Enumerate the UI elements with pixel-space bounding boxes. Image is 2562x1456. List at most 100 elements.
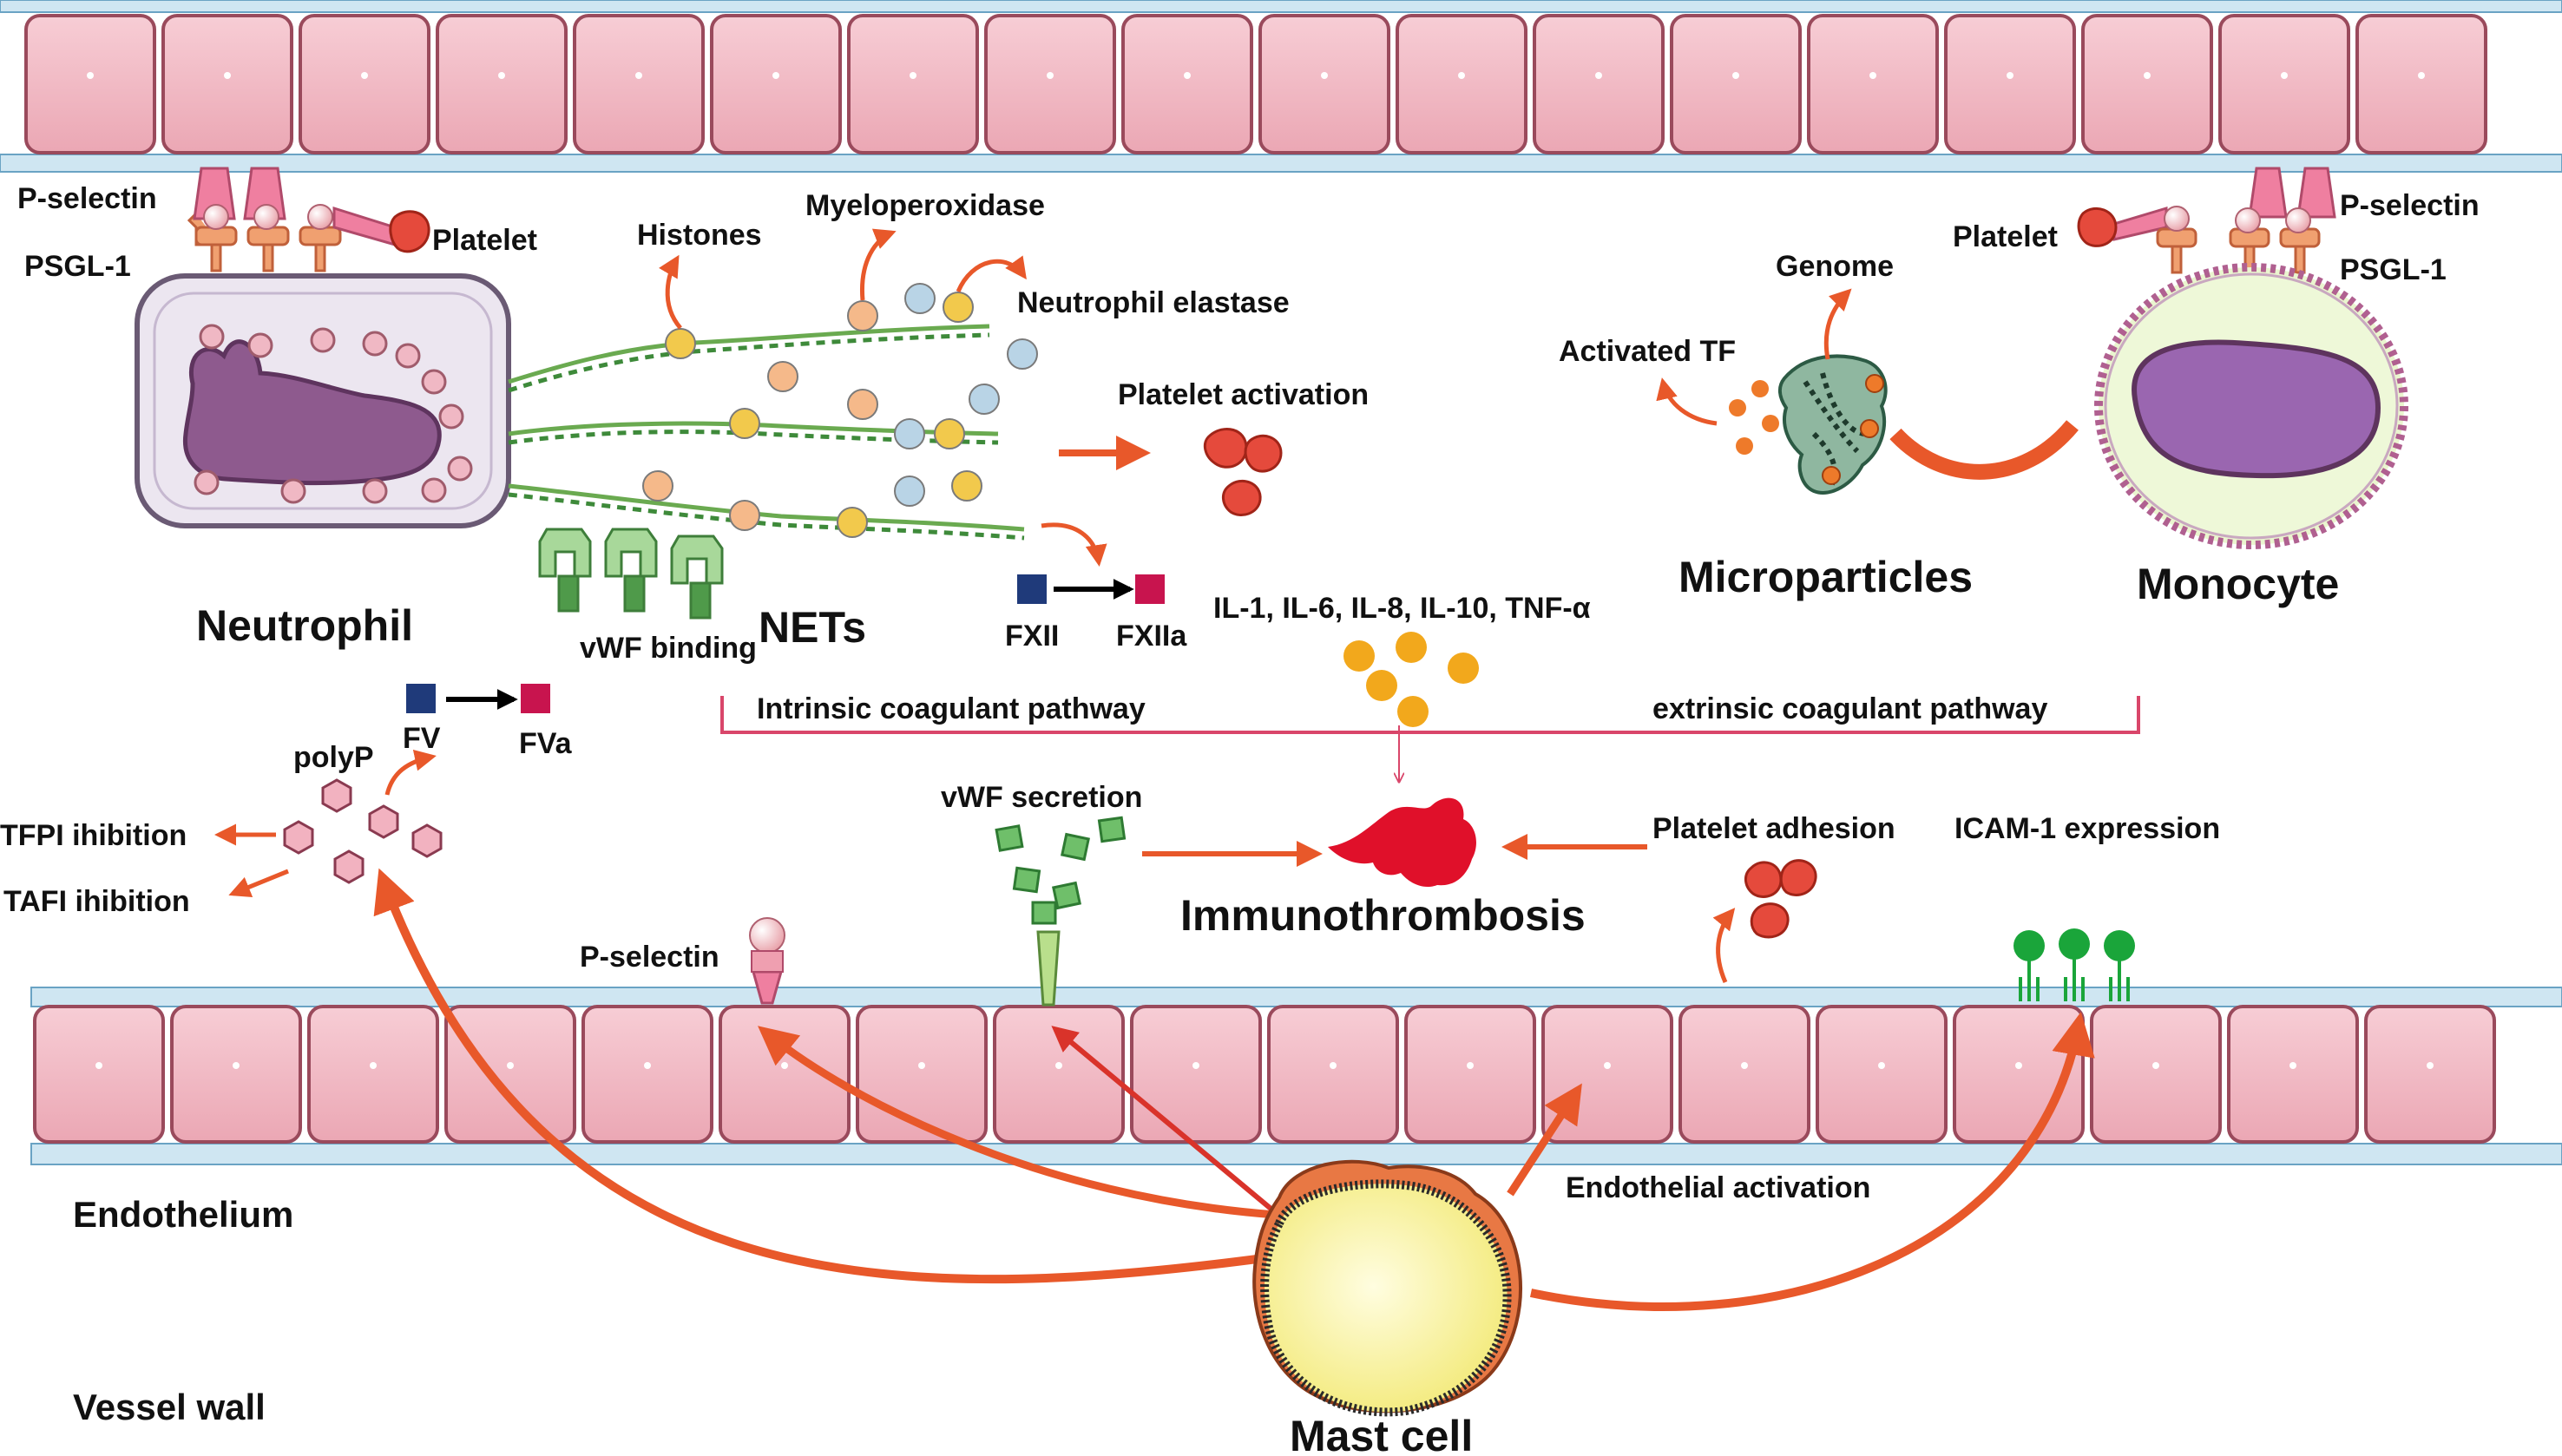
polyp-label: polyP bbox=[293, 741, 374, 774]
cell-nucleus-dot bbox=[2152, 1062, 2159, 1069]
platelet-icon-right bbox=[2077, 207, 2118, 247]
platelet-adhesion-label: Platelet adhesion bbox=[1652, 812, 1895, 845]
psgl1-label-right: PSGL-1 bbox=[2340, 253, 2447, 286]
endothelial-cell-bottom bbox=[993, 1005, 1125, 1144]
cell-nucleus-dot bbox=[498, 72, 505, 79]
cell-nucleus-dot bbox=[1878, 1062, 1885, 1069]
adhesion-up-arrow bbox=[1712, 908, 1736, 984]
cell-nucleus-dot bbox=[772, 72, 779, 79]
fxii-conversion bbox=[1017, 574, 1165, 604]
cell-nucleus-dot bbox=[781, 1062, 788, 1069]
cytokines-label: IL-1, IL-6, IL-8, IL-10, TNF-α bbox=[1213, 592, 1591, 625]
platelet-label-right: Platelet bbox=[1953, 220, 2058, 253]
bottom-endothelium bbox=[30, 987, 2562, 1165]
p-selectin-bottom-label: P-selectin bbox=[580, 941, 719, 974]
endothelial-cell-bottom bbox=[1678, 1005, 1810, 1144]
histones-label: Histones bbox=[637, 219, 762, 252]
psgl1-receptors-left bbox=[189, 213, 342, 272]
cell-nucleus-dot bbox=[2289, 1062, 2296, 1069]
mast-cell-arrows bbox=[373, 868, 2095, 1311]
cell-nucleus-dot bbox=[1330, 1062, 1337, 1069]
cell-nucleus-dot bbox=[2007, 72, 2013, 79]
fxii-label: FXII bbox=[1005, 620, 1059, 653]
fv-conversion bbox=[406, 684, 550, 713]
thrombus-clot bbox=[1328, 797, 1476, 888]
cell-nucleus-dot bbox=[370, 1062, 377, 1069]
endothelium-label: Endothelium bbox=[73, 1194, 293, 1235]
endothelial-cell-top bbox=[1533, 14, 1665, 154]
fv-label: FV bbox=[403, 722, 441, 755]
cell-nucleus-dot bbox=[1741, 1062, 1748, 1069]
cell-nucleus-dot bbox=[1055, 1062, 1062, 1069]
cell-nucleus-dot bbox=[2281, 72, 2288, 79]
cell-nucleus-dot bbox=[1869, 72, 1876, 79]
cell-nucleus-dot bbox=[2418, 72, 2425, 79]
cell-nucleus-dot bbox=[2015, 1062, 2022, 1069]
fxiia-label: FXIIa bbox=[1116, 620, 1187, 653]
vwf-binding-label: vWF binding bbox=[580, 632, 757, 665]
polyp-hexagons bbox=[283, 778, 443, 884]
endothelial-cell-bottom bbox=[581, 1005, 713, 1144]
fv-square bbox=[406, 684, 436, 713]
cytokine-granules bbox=[1343, 632, 1479, 727]
p-selectin-label-right: P-selectin bbox=[2340, 189, 2480, 222]
endothelial-cell-top bbox=[847, 14, 979, 154]
weibel-palade-vwf bbox=[1036, 930, 1061, 1007]
icam1-expression-label: ICAM-1 expression bbox=[1954, 812, 2220, 845]
platelet-activation-label: Platelet activation bbox=[1118, 378, 1369, 411]
labels: P-selectin PSGL-1 Platelet Histones Myel… bbox=[0, 182, 2480, 1456]
p-selectin-label-left: P-selectin bbox=[17, 182, 157, 215]
microparticle bbox=[1778, 354, 1888, 495]
cell-nucleus-dot bbox=[95, 1062, 102, 1069]
microparticles-label: Microparticles bbox=[1678, 553, 1973, 601]
vessel-wall-label: Vessel wall bbox=[73, 1387, 266, 1427]
monocyte-cell bbox=[2077, 167, 2408, 549]
fva-square bbox=[521, 684, 550, 713]
endothelial-cell-bottom bbox=[33, 1005, 165, 1144]
adhering-platelets-icon bbox=[1744, 859, 1817, 939]
tfpi-inhibition-label: TFPI ihibition bbox=[0, 819, 187, 852]
myeloperoxidase-label: Myeloperoxidase bbox=[805, 189, 1045, 222]
endothelial-cell-bottom bbox=[1541, 1005, 1673, 1144]
vwf-binding-blocks bbox=[538, 528, 724, 620]
endothelial-cell-top bbox=[2355, 14, 2487, 154]
cell-nucleus-dot bbox=[644, 1062, 651, 1069]
intrinsic-pathway-label: Intrinsic coagulant pathway bbox=[757, 692, 1146, 725]
cell-nucleus-dot bbox=[1604, 1062, 1611, 1069]
cell-nucleus-dot bbox=[1184, 72, 1191, 79]
nets-strands bbox=[508, 324, 1025, 541]
activated-tf-particles bbox=[1729, 380, 1779, 455]
endothelial-cell-top bbox=[1944, 14, 2076, 154]
cell-nucleus-dot bbox=[1458, 72, 1465, 79]
coagulant-pathway-bracket bbox=[720, 696, 2140, 781]
immunothrombosis-label: Immunothrombosis bbox=[1180, 891, 1586, 940]
psgl1-label-left: PSGL-1 bbox=[24, 250, 131, 283]
net-granules bbox=[642, 283, 1038, 538]
fxiia-square bbox=[1135, 574, 1165, 604]
cell-nucleus-dot bbox=[1047, 72, 1054, 79]
endothelial-cell-bottom bbox=[1130, 1005, 1262, 1144]
p-selectin-bottom bbox=[749, 917, 785, 1005]
endothelial-cell-top bbox=[436, 14, 568, 154]
cell-nucleus-dot bbox=[224, 72, 231, 79]
cell-nucleus-dot bbox=[635, 72, 642, 79]
cell-nucleus-dot bbox=[2427, 1062, 2434, 1069]
cell-nucleus-dot bbox=[1732, 72, 1739, 79]
cell-nucleus-dot bbox=[2144, 72, 2151, 79]
fxii-square bbox=[1017, 574, 1047, 604]
activated-platelets-icon bbox=[1203, 428, 1283, 516]
endothelial-cell-top bbox=[1396, 14, 1527, 154]
neutrophil-granules bbox=[194, 324, 473, 504]
fva-label: FVa bbox=[519, 727, 573, 760]
monocyte-label: Monocyte bbox=[2137, 560, 2339, 608]
activated-tf-label: Activated TF bbox=[1559, 335, 1736, 368]
mast-cell bbox=[1252, 1159, 1522, 1417]
cell-nucleus-dot bbox=[918, 1062, 925, 1069]
neutrophil-cell bbox=[135, 167, 511, 528]
icam1-molecules bbox=[2013, 928, 2135, 1001]
vwf-secretion-blocks bbox=[995, 816, 1127, 925]
endothelial-cell-bottom bbox=[2364, 1005, 2496, 1144]
polyp-arrows bbox=[214, 749, 437, 898]
endothelial-cell-bottom bbox=[2227, 1005, 2359, 1144]
